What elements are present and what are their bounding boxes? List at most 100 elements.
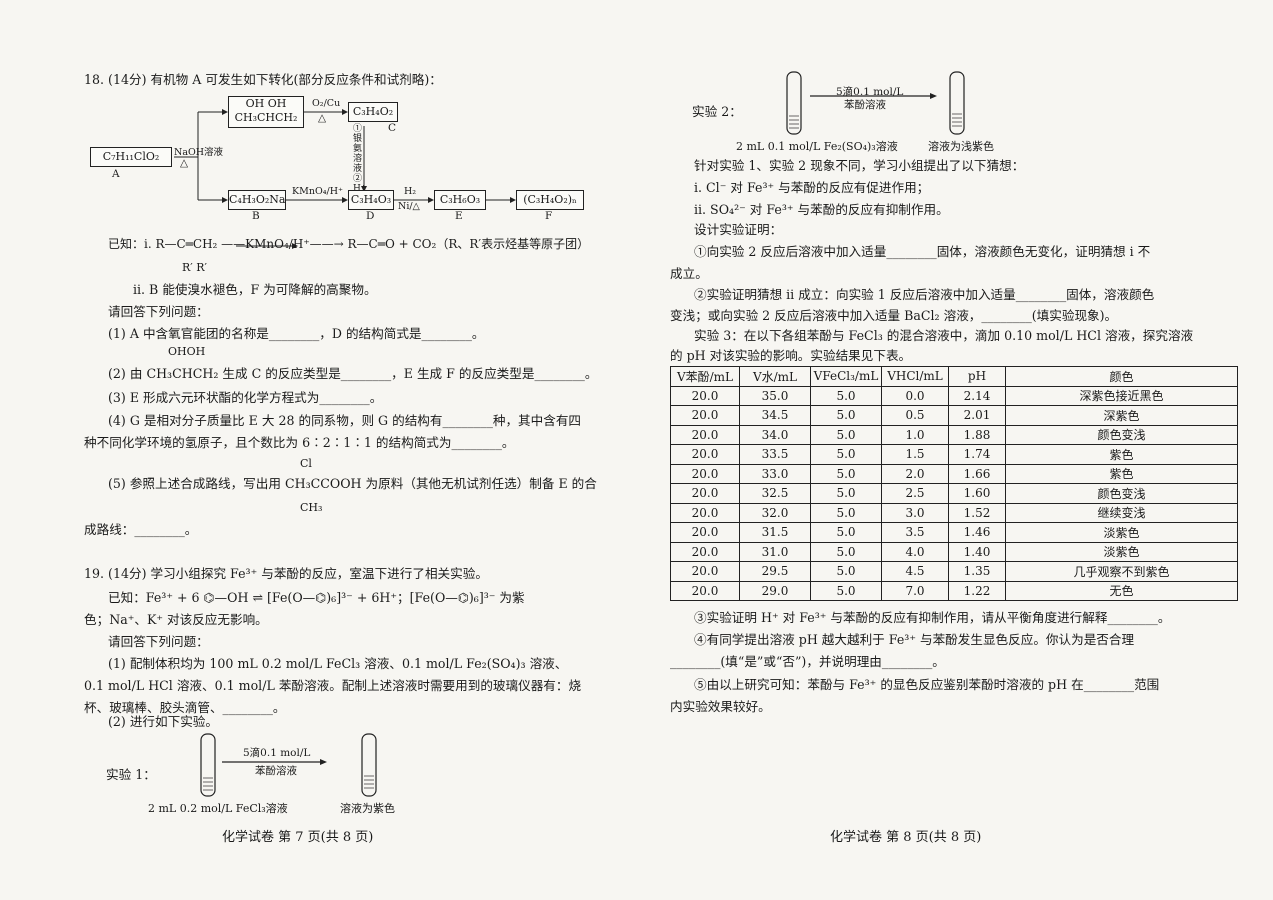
design-2b: 变浅；或向实验 2 反应后溶液中加入适量 BaCl₂ 溶液，________(填… bbox=[670, 308, 1118, 323]
q18-part4a: (4) G 是相对分子质量比 E 大 28 的同系物，则 G 的结构有_____… bbox=[108, 413, 582, 428]
q19-part1c: 杯、玻璃棒、胶头滴管、________。 bbox=[84, 700, 286, 715]
table-cell: 29.0 bbox=[739, 580, 811, 601]
q18-part5b: 成路线：________。 bbox=[84, 522, 198, 537]
col-hcl: VHCl/mL bbox=[881, 366, 949, 387]
table-cell: 35.0 bbox=[739, 385, 811, 406]
table-cell: 深紫色 bbox=[1005, 405, 1238, 426]
table-cell: 紫色 bbox=[1005, 463, 1238, 484]
table-cell: 淡紫色 bbox=[1005, 522, 1238, 543]
table-cell: 无色 bbox=[1005, 580, 1238, 601]
table-cell: 2.0 bbox=[881, 463, 949, 484]
table-cell: 32.0 bbox=[739, 502, 811, 523]
exp2-reagent-top: 5滴0.1 mol/L bbox=[836, 86, 904, 98]
table-cell: 1.5 bbox=[881, 444, 949, 465]
q18-part5-ch3: CH₃ bbox=[300, 501, 323, 514]
label-d: D bbox=[366, 210, 375, 222]
table-cell: 5.0 bbox=[810, 405, 882, 426]
table-cell: 3.0 bbox=[881, 502, 949, 523]
table-cell: 32.5 bbox=[739, 483, 811, 504]
reagent-h2: H₂ bbox=[404, 186, 417, 197]
table-cell: 20.0 bbox=[670, 463, 740, 484]
reagent-kmno4: KMnO₄/H⁺ bbox=[292, 186, 344, 197]
table-cell: 1.60 bbox=[948, 483, 1006, 504]
table-cell: 颜色变浅 bbox=[1005, 483, 1238, 504]
table-cell: 5.0 bbox=[810, 385, 882, 406]
col-fecl3: VFeCl₃/mL bbox=[810, 366, 882, 387]
hypothesis-intro: 针对实验 1、实验 2 现象不同，学习小组提出了以下猜想： bbox=[694, 158, 1025, 173]
question-4b: ________(填“是”或“否”)，并说明理由________。 bbox=[670, 654, 945, 669]
label-e: E bbox=[455, 210, 463, 222]
exp1-right-caption: 溶液为紫色 bbox=[340, 802, 395, 815]
right-footer: 化学试卷 第 8 页(共 8 页) bbox=[830, 830, 982, 845]
compound-f: (C₃H₄O₂)ₙ bbox=[516, 190, 584, 210]
label-f: F bbox=[545, 210, 553, 222]
q18-part1: (1) A 中含氧官能团的名称是________，D 的结构简式是_______… bbox=[108, 326, 485, 341]
exp1-reagent-top: 5滴0.1 mol/L bbox=[243, 747, 311, 759]
table-cell: 颜色变浅 bbox=[1005, 424, 1238, 445]
table-cell: 33.0 bbox=[739, 463, 811, 484]
compound-b: C₄H₃O₂Na bbox=[228, 190, 286, 210]
table-cell: 1.74 bbox=[948, 444, 1006, 465]
table-cell: 29.5 bbox=[739, 561, 811, 582]
table-cell: 7.0 bbox=[881, 580, 949, 601]
q19-part1b: 0.1 mol/L HCl 溶液、0.1 mol/L 苯酚溶液。配制上述溶液时需… bbox=[84, 678, 582, 693]
exp3-intro-b: 的 pH 对该实验的影响。实验结果见下表。 bbox=[670, 348, 912, 363]
label-a: A bbox=[112, 168, 120, 180]
table-cell: 5.0 bbox=[810, 424, 882, 445]
exp1-left-caption: 2 mL 0.2 mol/L FeCl₃溶液 bbox=[148, 802, 288, 815]
exp2-label: 实验 2： bbox=[692, 104, 742, 119]
reaction-arrows bbox=[174, 109, 516, 249]
table-cell: 几乎观察不到紫色 bbox=[1005, 561, 1238, 582]
table-cell: 4.0 bbox=[881, 541, 949, 562]
exp1-reagent-bottom: 苯酚溶液 bbox=[255, 765, 297, 777]
table-cell: 继续变浅 bbox=[1005, 502, 1238, 523]
hypothesis-ii: ⅱ. SO₄²⁻ 对 Fe³⁺ 与苯酚的反应有抑制作用。 bbox=[694, 202, 949, 217]
q18-part3: (3) E 形成六元环状酯的化学方程式为________。 bbox=[108, 390, 383, 405]
question-5b: 内实验效果较好。 bbox=[670, 699, 771, 714]
hypothesis-i: ⅰ. Cl⁻ 对 Fe³⁺ 与苯酚的反应有促进作用； bbox=[694, 180, 930, 195]
table-cell: 深紫色接近黑色 bbox=[1005, 385, 1238, 406]
q19-known2: 色；Na⁺、K⁺ 对该反应无影响。 bbox=[84, 612, 268, 627]
exp1-diagram bbox=[200, 733, 377, 797]
q18-title: 18. (14分) 有机物 A 可发生如下转化(部分反应条件和试剂略)： bbox=[84, 72, 442, 87]
left-footer: 化学试卷 第 7 页(共 8 页) bbox=[222, 830, 374, 845]
q19-part1a: (1) 配制体积均为 100 mL 0.2 mol/L FeCl₃ 溶液、0.1… bbox=[108, 656, 568, 671]
table-cell: 0.0 bbox=[881, 385, 949, 406]
q19-title: 19. (14分) 学习小组探究 Fe³⁺ 与苯酚的反应，室温下进行了相关实验。 bbox=[84, 566, 488, 581]
table-cell: 5.0 bbox=[810, 444, 882, 465]
table-cell: 1.40 bbox=[948, 541, 1006, 562]
question-3: ③实验证明 H⁺ 对 Fe³⁺ 与苯酚的反应有抑制作用，请从平衡角度进行解释__… bbox=[694, 610, 1171, 625]
table-cell: 20.0 bbox=[670, 561, 740, 582]
table-cell: 1.88 bbox=[948, 424, 1006, 445]
reagent-ni: Ni/△ bbox=[398, 201, 420, 212]
col-phenol: V苯酚/mL bbox=[670, 366, 740, 387]
table-cell: 20.0 bbox=[670, 483, 740, 504]
table-cell: 34.5 bbox=[739, 405, 811, 426]
table-cell: 20.0 bbox=[670, 444, 740, 465]
table-cell: 1.52 bbox=[948, 502, 1006, 523]
known-i-r-groups: R′ R′ bbox=[182, 261, 208, 274]
q18-part2-oh: OHOH bbox=[168, 345, 206, 358]
table-cell: 33.5 bbox=[739, 444, 811, 465]
table-cell: 4.5 bbox=[881, 561, 949, 582]
table-cell: 0.5 bbox=[881, 405, 949, 426]
results-table: V苯酚/mL V水/mL VFeCl₃/mL VHCl/mL pH 颜色 20.… bbox=[670, 366, 1238, 601]
question-4a: ④有同学提出溶液 pH 越大越利于 Fe³⁺ 与苯酚发生显色反应。你认为是否合理 bbox=[694, 632, 1135, 647]
right-page: 实验 2： 5滴0.1 mol/L 苯酚溶液 2 mL 0.1 mol/L Fe… bbox=[640, 0, 1273, 900]
known-i: 已知：ⅰ. R—C═CH₂ ——KMnO₄/H⁺——→ R—C═O + CO₂（… bbox=[108, 237, 590, 251]
table-cell: 淡紫色 bbox=[1005, 541, 1238, 562]
table-cell: 5.0 bbox=[810, 483, 882, 504]
table-cell: 20.0 bbox=[670, 541, 740, 562]
q18-part4b: 种不同化学环境的氢原子，且个数比为 6∶2∶1∶1 的结构简式为________… bbox=[84, 435, 515, 450]
label-b: B bbox=[252, 210, 260, 222]
exp2-diagram bbox=[786, 71, 965, 135]
table-cell: 31.5 bbox=[739, 522, 811, 543]
table-cell: 5.0 bbox=[810, 463, 882, 484]
